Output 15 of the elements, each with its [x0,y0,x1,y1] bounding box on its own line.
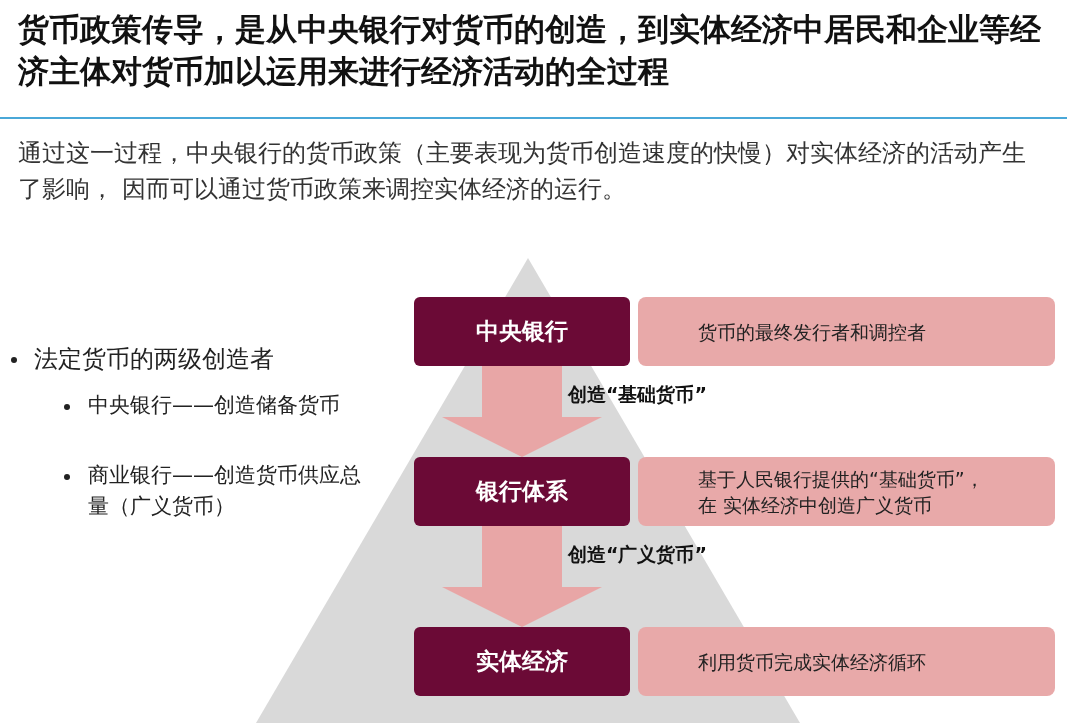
slide-title: 货币政策传导，是从中央银行对货币的创造，到实体经济中居民和企业等经济主体对货币加以运用来进行经济活动的全过程 [18,10,1042,91]
bullet-text: 商业银行——创造货币供应总量（广义货币） [88,462,362,520]
bullet-text: 中央银行——创造储备货币 [88,392,341,419]
bank-box: 中央银行 [414,297,630,366]
edge-label: 创造“基础货币” [568,382,707,407]
bank-box: 银行体系 [414,457,630,526]
subtitle-text: 通过这一过程，中央银行的货币政策（主要表现为货币创造速度的快慢）对实体经济的活动产生了影响， 因而可以通过货币政策来调控实体经济的运行。 [18,138,1027,205]
bank-box: 实体经济 [414,627,630,696]
block-arrow [442,526,602,627]
edge-label: 创造“广义货币” [568,542,707,567]
description-box: 货币的最终发行者和调控者 [638,297,1055,366]
description-box: 利用货币完成实体经济循环 [638,627,1055,696]
block-arrow [442,366,602,457]
bullet-text: 法定货币的两级创造者 [34,344,274,375]
description-box: 基于人民银行提供的“基础货币”，在 实体经济中创造广义货币 [638,457,1055,526]
